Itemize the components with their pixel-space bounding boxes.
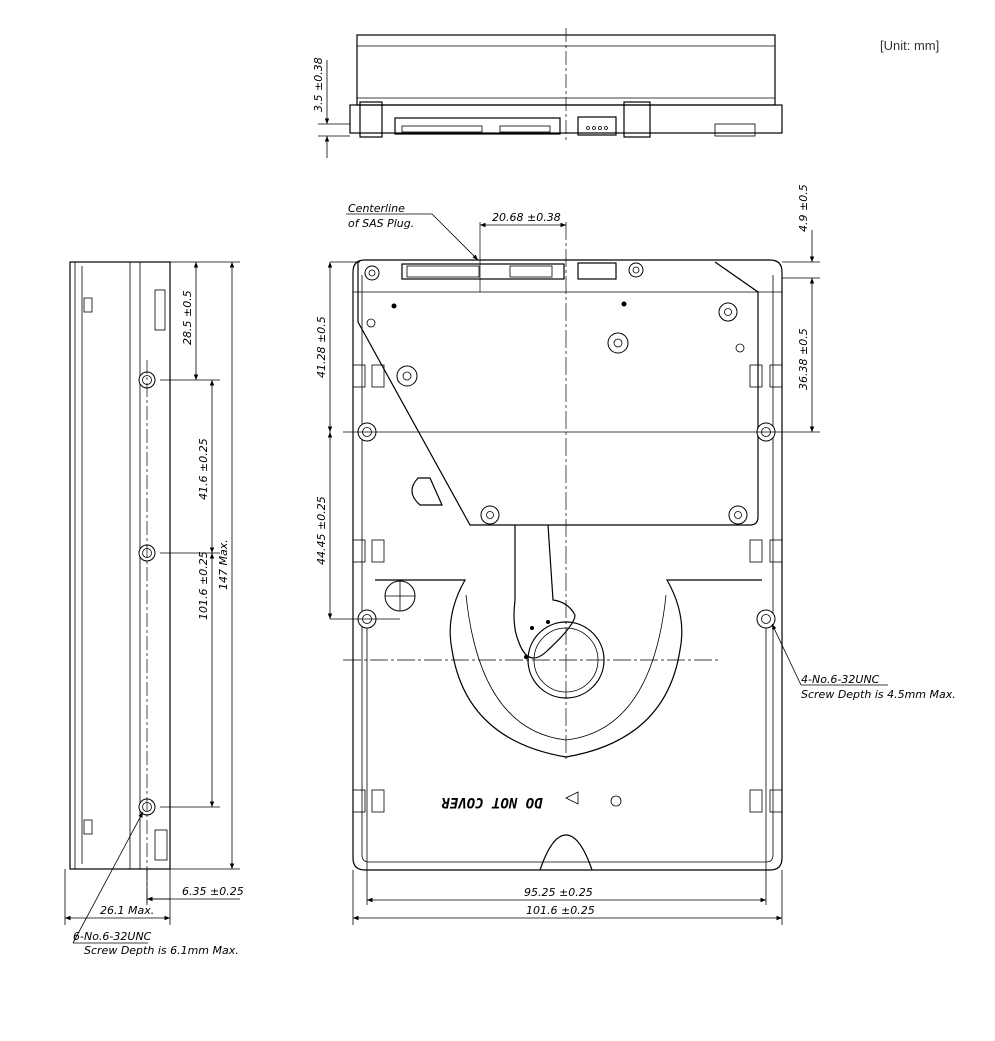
pcb-outline xyxy=(357,261,759,526)
bottom-view: DO NOT COVER 20.68 ±0.38 Centerline of S… xyxy=(315,184,956,925)
side-screw-note-text: Screw Depth is 6.1mm Max. xyxy=(84,944,239,957)
unit-label: [Unit: mm] xyxy=(880,38,940,53)
dim-connector-offset: 20.68 ±0.38 xyxy=(492,211,561,224)
dim-overall-width: 101.6 ±0.25 xyxy=(526,904,595,917)
dim-hole-width: 95.25 ±0.25 xyxy=(524,886,593,899)
sas-connector-outline xyxy=(394,117,561,135)
dim-side-hole-spacing-a: 41.6 ±0.25 xyxy=(197,438,210,500)
sas-connector xyxy=(401,262,617,280)
side-screw-note-title: 6-No.6-32UNC xyxy=(73,930,152,943)
bottom-screw-note-title: 4-No.6-32UNC xyxy=(801,673,880,686)
pcb-holes xyxy=(364,262,748,525)
pcb-tab xyxy=(411,477,443,506)
bottom-screw-note-text: Screw Depth is 4.5mm Max. xyxy=(801,688,956,701)
bottom-view-outline xyxy=(352,259,783,871)
dim-top-edge: 4.9 ±0.5 xyxy=(797,184,810,232)
dim-side-height-max: 26.1 Max. xyxy=(100,904,154,917)
rail-notches xyxy=(352,364,783,813)
centerline-note-line1: Centerline xyxy=(348,202,405,215)
dim-side-length-max: 147 Max. xyxy=(217,539,230,590)
top-view: 3.5 ±0.38 xyxy=(312,28,783,158)
dim-hole-spacing: 44.45 ±0.25 xyxy=(315,496,328,565)
side-mount-holes xyxy=(138,371,156,816)
side-view: 28.5 ±0.5 41.6 ±0.25 101.6 ±0.25 147 Max… xyxy=(64,261,244,957)
dim-hole-from-top-left: 41.28 ±0.5 xyxy=(315,316,328,378)
jumper-block xyxy=(577,116,617,136)
do-not-cover-label: DO NOT COVER xyxy=(441,794,543,810)
centerline-note-line2: of SAS Plug. xyxy=(348,217,414,230)
dim-hole-from-top-right: 36.38 ±0.5 xyxy=(797,328,810,390)
dim-top-height: 3.5 ±0.38 xyxy=(312,57,325,112)
dim-side-top-offset: 28.5 ±0.5 xyxy=(181,290,194,345)
dim-side-hole-height: 6.35 ±0.25 xyxy=(182,885,244,898)
side-view-body xyxy=(69,261,171,870)
dim-side-hole-spacing-total: 101.6 ±0.25 xyxy=(197,551,210,620)
